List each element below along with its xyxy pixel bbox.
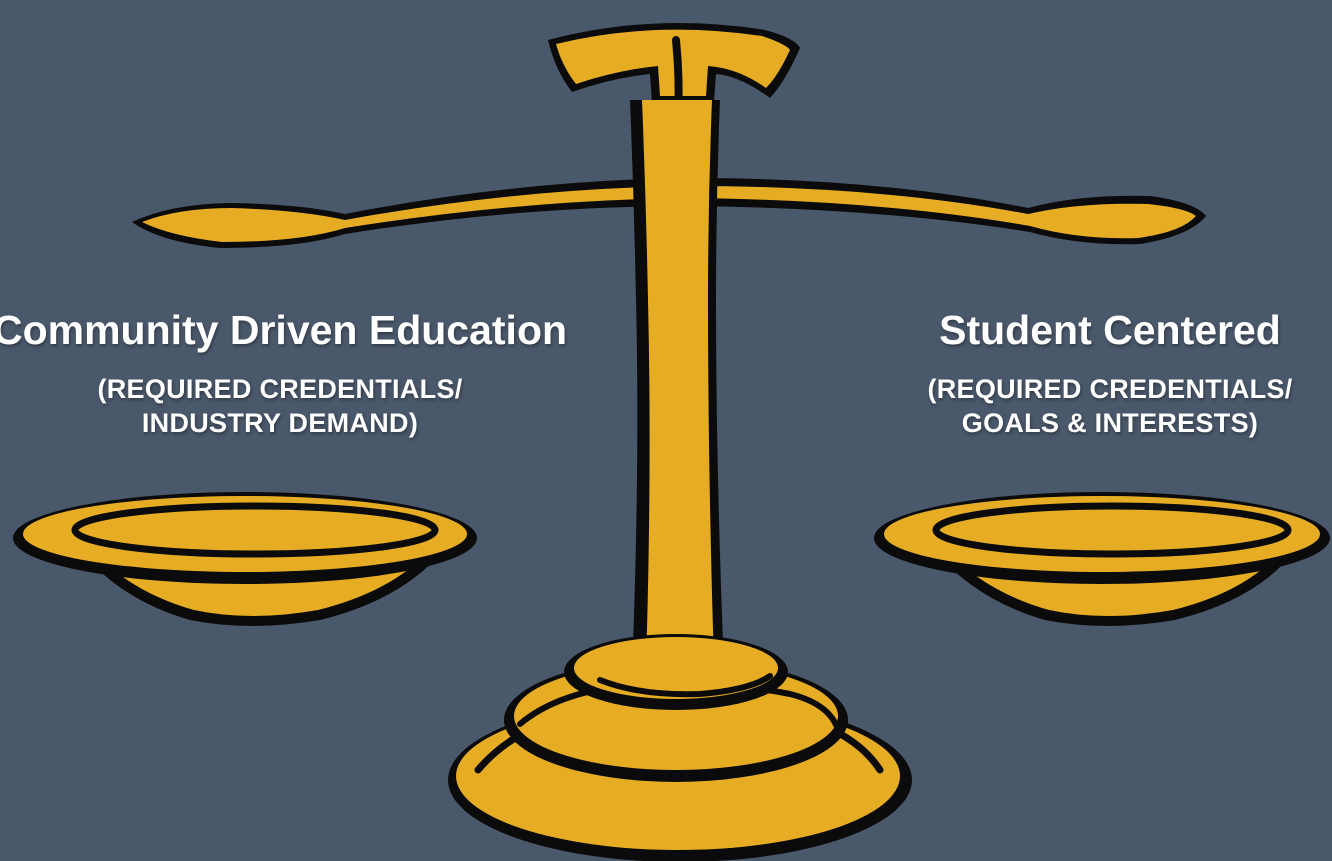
- scale-pillar: [630, 100, 724, 670]
- left-pan-heading: Community Driven Education: [0, 307, 568, 353]
- right-pan: [874, 492, 1330, 626]
- right-pan-label: Student Centered (REQUIRED CREDENTIALS/ …: [860, 300, 1332, 440]
- right-pan-subtitle-line-2: GOALS & INTERESTS): [961, 408, 1259, 438]
- scale-base: [448, 634, 912, 861]
- right-pan-subtitle-line-1: (REQUIRED CREDENTIALS/: [927, 374, 1293, 404]
- left-pan-subtitle-line-1: (REQUIRED CREDENTIALS/: [97, 374, 463, 404]
- left-pan-subtitle-line-2: INDUSTRY DEMAND): [141, 408, 419, 438]
- left-pan: [13, 492, 477, 626]
- right-pan-heading: Student Centered: [939, 307, 1281, 353]
- left-pan-label: Community Driven Education (REQUIRED CRE…: [0, 300, 700, 440]
- scale-beam: [132, 178, 1206, 248]
